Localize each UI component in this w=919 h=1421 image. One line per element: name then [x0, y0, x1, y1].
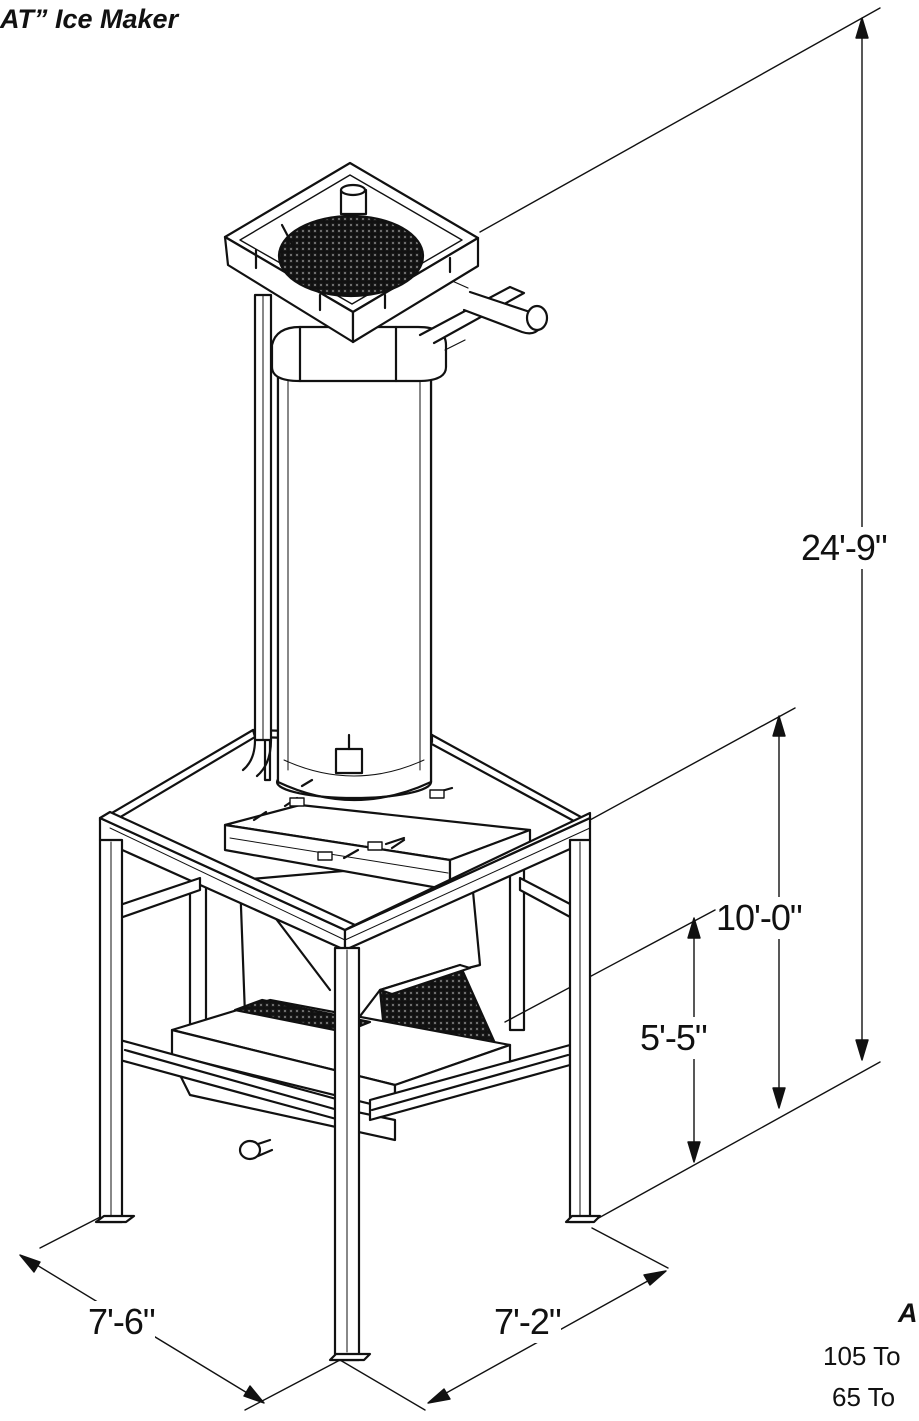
lower-rails: [118, 1038, 572, 1122]
caption-line-1: 105 To: [823, 1341, 901, 1371]
width-label: 7'-2": [494, 1301, 562, 1343]
top-tray: [223, 161, 480, 344]
caption-line-2: 65 To: [832, 1382, 896, 1412]
page-title: AT” Ice Maker: [0, 4, 179, 34]
evaporator-column: [241, 279, 549, 801]
discharge-height-label: 5'-5": [640, 1017, 708, 1059]
caption-heading: A: [898, 1298, 918, 1328]
depth-label: 7'-6": [88, 1301, 156, 1343]
overall-height-label: 24'-9": [801, 527, 888, 569]
dimension-lines: [19, 7, 881, 1411]
front-frame: [94, 810, 602, 1362]
frame-height-label: 10'-0": [716, 897, 803, 939]
